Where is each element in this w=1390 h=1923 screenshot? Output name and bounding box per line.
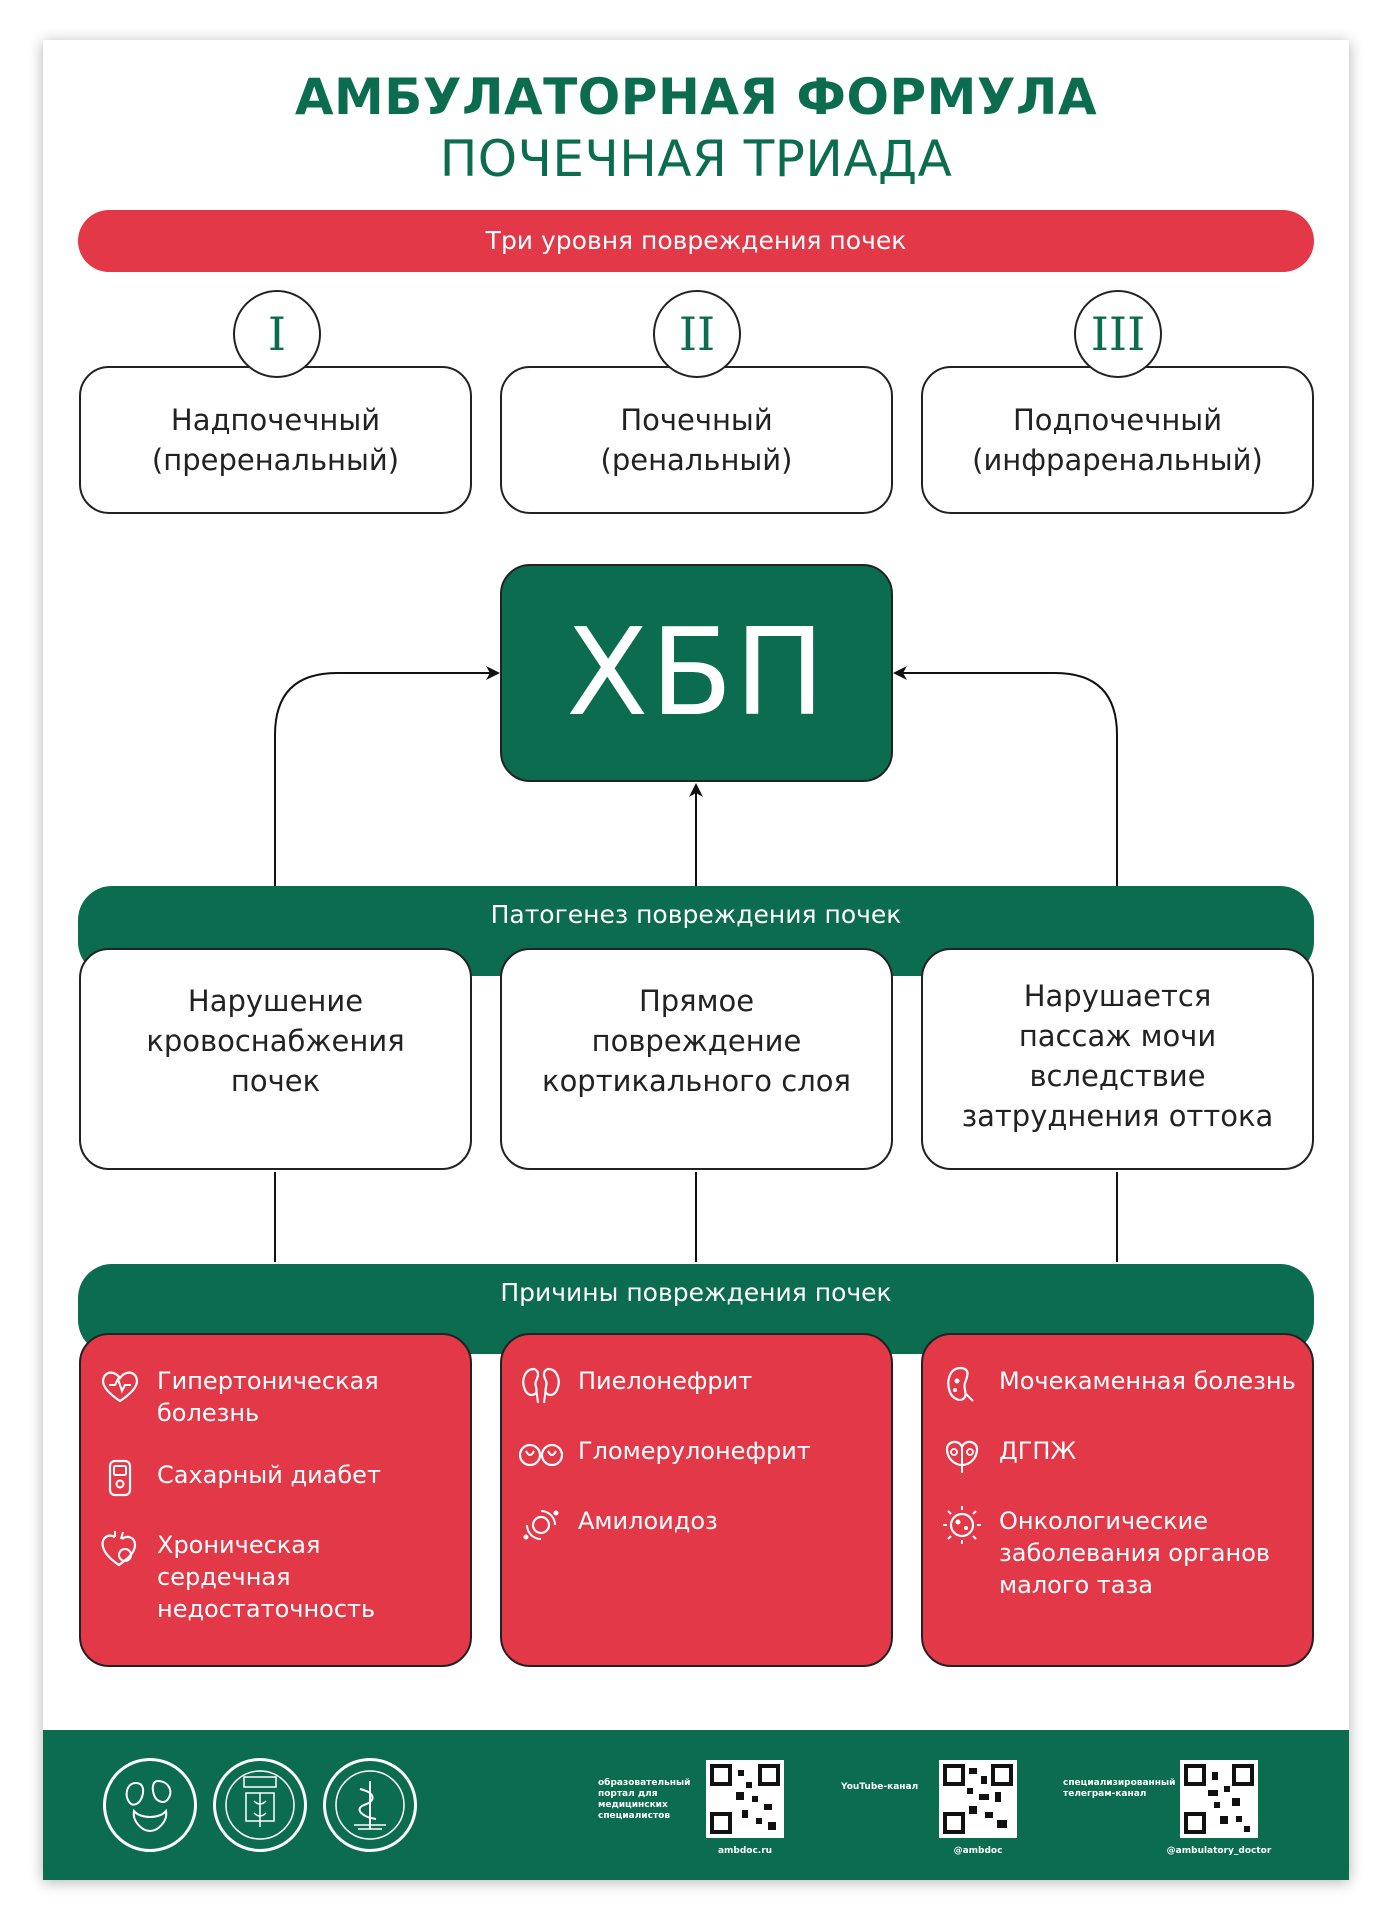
qr-caption-line: YouTube-канал bbox=[841, 1782, 919, 1792]
cause-item: Хроническая сердечная недостаточность bbox=[95, 1529, 456, 1625]
cause-line: малого таза bbox=[999, 1571, 1153, 1599]
level-box-prerenal: Надпочечный (преренальный) bbox=[79, 366, 472, 514]
cause-line: Гипертоническая bbox=[157, 1367, 379, 1395]
cause-line: Мочекаменная болезнь bbox=[999, 1367, 1296, 1395]
level-title: Подпочечный bbox=[1012, 403, 1223, 437]
cause-line: Онкологические bbox=[999, 1507, 1208, 1535]
cause-item: Сахарный диабет bbox=[95, 1459, 456, 1499]
arrow-right-to-ckd bbox=[893, 666, 1118, 895]
roman-numeral-3: III bbox=[1074, 290, 1162, 378]
causes-box-postrenal: Мочекаменная болезнь ДГПЖ Онкологические bbox=[921, 1333, 1314, 1667]
poster-subtitle: ПОЧЕЧНАЯ ТРИАДА bbox=[439, 130, 953, 188]
pathogenesis-box-cortical: Прямое повреждение кортикального слоя bbox=[500, 948, 893, 1170]
roman-numeral-2: II bbox=[653, 290, 741, 378]
kidney-stone-icon bbox=[947, 1366, 974, 1402]
university-logo bbox=[213, 1758, 307, 1852]
qr-caption-line: портал для bbox=[598, 1789, 658, 1799]
level-subtitle: (инфраренальный) bbox=[972, 443, 1263, 477]
causes-box-renal: Пиелонефрит Гломерулонефрит Амилоидоз bbox=[500, 1333, 893, 1667]
pathogenesis-line: пассаж мочи bbox=[1018, 1019, 1217, 1053]
qr-caption-line: медицинских bbox=[598, 1800, 668, 1810]
cause-line: Пиелонефрит bbox=[578, 1367, 753, 1395]
pathogenesis-line: кровоснабжения bbox=[146, 1024, 405, 1058]
qr-code-portal[interactable] bbox=[706, 1760, 784, 1838]
roman-numeral-1: I bbox=[233, 290, 321, 378]
footer: образовательный портал для медицинских с… bbox=[43, 1730, 1349, 1880]
pathogenesis-box-outflow: Нарушается пассаж мочи вследствие затруд… bbox=[921, 948, 1314, 1170]
glomerulus-icon bbox=[518, 1443, 564, 1467]
qr-caption-line: телеграм-канал bbox=[1063, 1789, 1147, 1799]
qr-caption-line: специалистов bbox=[598, 1811, 671, 1821]
level-title: Почечный bbox=[620, 403, 773, 437]
cause-line: Гломерулонефрит bbox=[578, 1437, 811, 1465]
cause-item: Пиелонефрит bbox=[516, 1365, 877, 1405]
qr-url-telegram[interactable]: @ambulatory_doctor bbox=[1166, 1846, 1272, 1856]
flow-connectors bbox=[274, 666, 1118, 1262]
organ-logo bbox=[103, 1758, 197, 1852]
cause-line: Хроническая bbox=[157, 1531, 321, 1559]
glucometer-icon bbox=[108, 1459, 132, 1497]
pathogenesis-box-blood-supply: Нарушение кровоснабжения почек bbox=[79, 948, 472, 1170]
level-subtitle: (преренальный) bbox=[151, 443, 400, 477]
cause-item: Гипертоническая болезнь bbox=[95, 1365, 456, 1429]
pathogenesis-line: вследствие bbox=[1029, 1059, 1206, 1093]
kidneys-icon bbox=[522, 1367, 560, 1404]
cause-line: Амилоидоз bbox=[578, 1507, 718, 1535]
cause-line: болезнь bbox=[157, 1399, 260, 1427]
prostate-icon bbox=[945, 1440, 979, 1473]
tumor-icon bbox=[943, 1506, 981, 1544]
poster-title: АМБУЛАТОРНАЯ ФОРМУЛА bbox=[294, 68, 1098, 126]
pathogenesis-line: повреждение bbox=[591, 1024, 802, 1058]
level-box-renal: Почечный (ренальный) bbox=[500, 366, 893, 514]
ckd-box: ХБП bbox=[500, 564, 893, 782]
cause-item: ДГПЖ bbox=[937, 1435, 1298, 1475]
pathogenesis-line: затруднения оттока bbox=[961, 1099, 1274, 1133]
cause-line: ДГПЖ bbox=[999, 1437, 1077, 1465]
cause-line: Сахарный диабет bbox=[157, 1461, 381, 1489]
cause-line: недостаточность bbox=[157, 1595, 376, 1623]
heart-icon bbox=[102, 1371, 138, 1403]
cause-item: Гломерулонефрит bbox=[516, 1435, 877, 1475]
pathogenesis-line: Нарушается bbox=[1023, 979, 1212, 1013]
qr-caption-youtube: YouTube-канал bbox=[841, 1782, 921, 1793]
qr-url-portal[interactable]: ambdoc.ru bbox=[717, 1846, 773, 1856]
qr-code-icon bbox=[1184, 1764, 1254, 1834]
qr-caption-line: специализированный bbox=[1063, 1778, 1176, 1788]
cause-item: Мочекаменная болезнь bbox=[937, 1365, 1298, 1405]
qr-url-youtube[interactable]: @ambdoc bbox=[953, 1846, 1003, 1856]
organs-icon bbox=[125, 1779, 172, 1833]
pathogenesis-line: почек bbox=[230, 1064, 321, 1098]
qr-code-icon bbox=[943, 1764, 1013, 1834]
levels-banner: Три уровня повреждения почек bbox=[78, 210, 1314, 272]
qr-code-icon bbox=[710, 1764, 780, 1834]
qr-code-telegram[interactable] bbox=[1180, 1760, 1258, 1838]
society-logo bbox=[323, 1758, 417, 1852]
cause-item: Амилоидоз bbox=[516, 1505, 877, 1545]
university-emblem-icon bbox=[225, 1770, 295, 1840]
level-subtitle: (ренальный) bbox=[600, 443, 793, 477]
cause-line: сердечная bbox=[157, 1563, 291, 1591]
cause-item: Онкологические заболевания органов малог… bbox=[937, 1505, 1298, 1601]
level-title: Надпочечный bbox=[170, 403, 381, 437]
amyloid-icon bbox=[523, 1510, 559, 1540]
poster: АМБУЛАТОРНАЯ ФОРМУЛА ПОЧЕЧНАЯ ТРИАДА Три… bbox=[43, 40, 1349, 1880]
qr-caption-telegram: специализированный телеграм-канал bbox=[1063, 1778, 1176, 1800]
caduceus-icon bbox=[335, 1770, 405, 1840]
qr-caption-portal: образовательный портал для медицинских с… bbox=[598, 1778, 698, 1822]
arrow-left-to-ckd bbox=[274, 666, 500, 895]
pathogenesis-line: кортикального слоя bbox=[542, 1064, 851, 1098]
cause-line: заболевания органов bbox=[999, 1539, 1271, 1567]
qr-caption-line: образовательный bbox=[598, 1778, 691, 1788]
level-box-postrenal: Подпочечный (инфраренальный) bbox=[921, 366, 1314, 514]
heart-failure-icon bbox=[101, 1531, 137, 1567]
causes-box-vascular: Гипертоническая болезнь Сахарный диабет … bbox=[79, 1333, 472, 1667]
qr-code-youtube[interactable] bbox=[939, 1760, 1017, 1838]
pathogenesis-line: Нарушение bbox=[187, 984, 364, 1018]
pathogenesis-line: Прямое bbox=[638, 984, 755, 1018]
